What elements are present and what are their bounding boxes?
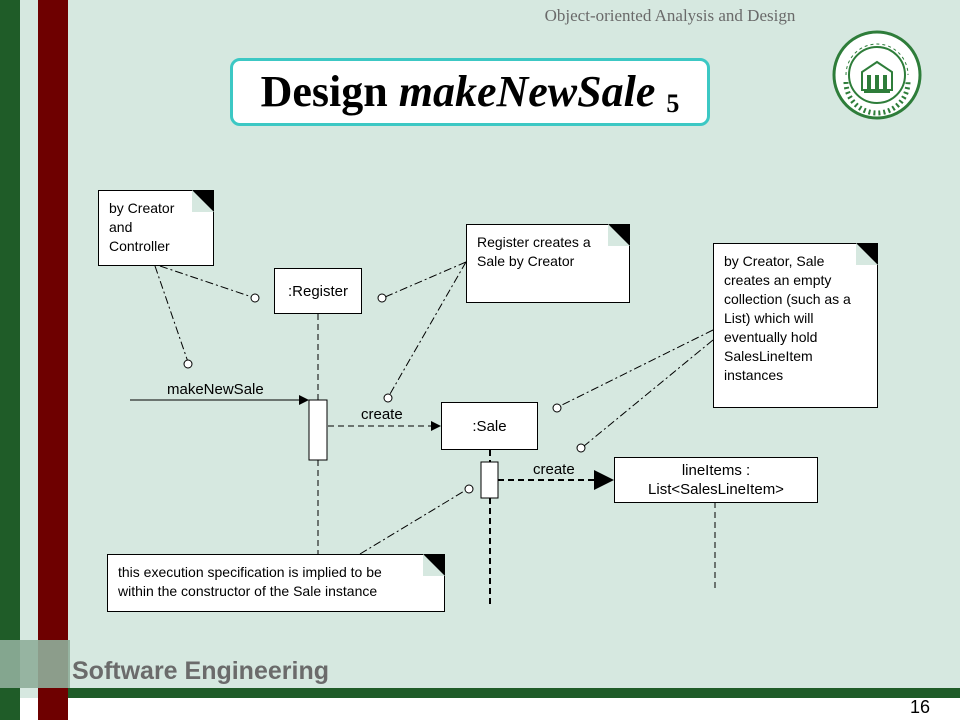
university-seal-icon <box>832 30 922 120</box>
message-create-sale: create <box>361 406 403 423</box>
note-creator-controller: by Creator and Controller <box>98 190 214 266</box>
note-sale-creates: by Creator, Sale creates an empty collec… <box>713 243 878 408</box>
register-lifeline: :Register <box>274 268 362 314</box>
sale-lifeline: :Sale <box>441 402 538 450</box>
bottom-green-line <box>68 688 960 698</box>
title-box: Design makeNewSale 5 <box>230 58 710 126</box>
slide-title: Design makeNewSale 5 <box>233 61 707 135</box>
note-register-creates-text: Register creates a Sale by Creator <box>477 234 591 269</box>
page-number: 16 <box>909 697 931 717</box>
title-main: Design <box>260 67 399 116</box>
footer-course-label: Software Engineering <box>72 657 329 685</box>
title-sub: 5 <box>666 89 680 118</box>
note-execution-spec: this execution specification is implied … <box>107 554 445 612</box>
footer-block <box>0 640 70 688</box>
note-creator-controller-text: by Creator and Controller <box>109 200 175 254</box>
note-register-creates: Register creates a Sale by Creator <box>466 224 630 303</box>
bottom-strip-green <box>0 698 20 720</box>
note-execution-spec-text: this execution specification is implied … <box>118 564 382 599</box>
left-red-bar <box>38 0 68 720</box>
bottom-strip-red <box>38 698 68 720</box>
bottom-strip <box>0 698 960 720</box>
message-create-list: create <box>533 461 575 478</box>
left-green-bar <box>0 0 20 720</box>
note-sale-creates-text: by Creator, Sale creates an empty collec… <box>724 253 851 383</box>
title-italic: makeNewSale <box>398 67 656 116</box>
lineitems-lifeline: lineItems : List<SalesLineItem> <box>614 457 818 503</box>
message-make-new-sale: makeNewSale <box>167 381 264 398</box>
course-header: Object-oriented Analysis and Design <box>544 6 796 25</box>
